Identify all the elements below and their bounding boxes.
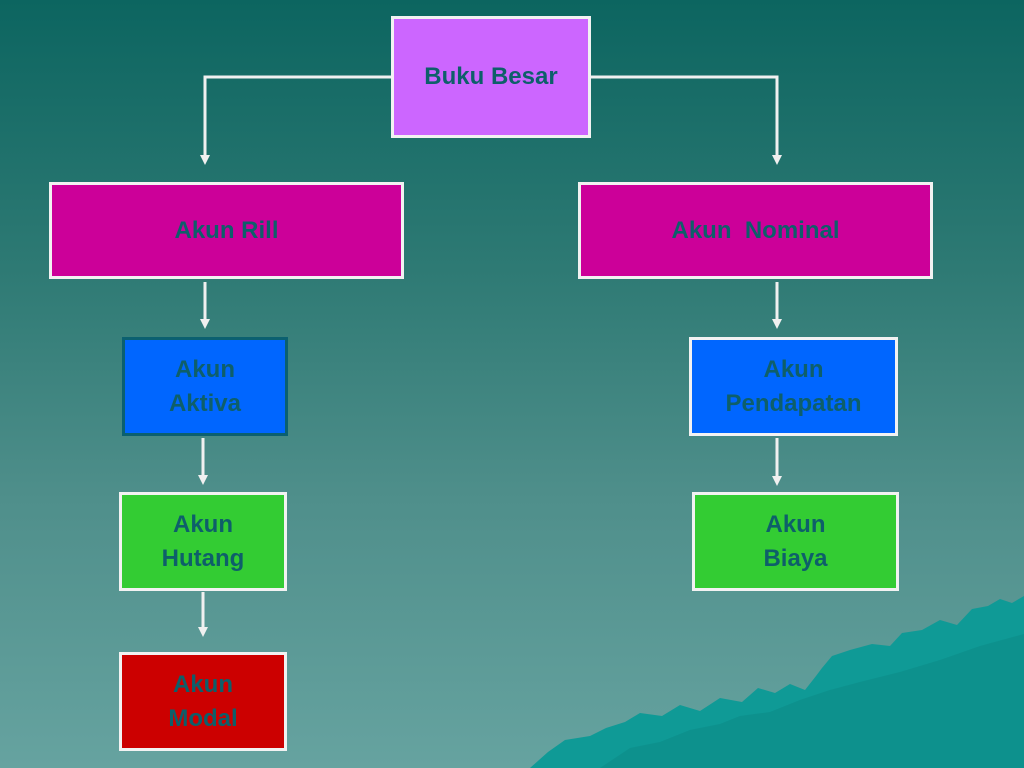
node-akun-pendapatan: Akun Pendapatan — [689, 337, 898, 436]
connector-root-rill — [200, 75, 392, 165]
node-akun-pendapatan-line2: Pendapatan — [725, 389, 862, 417]
node-akun-nominal: Akun Nominal — [578, 182, 933, 279]
node-akun-hutang-line1: Akun — [173, 510, 233, 538]
node-akun-rill-label: Akun Rill — [174, 216, 279, 244]
node-akun-pendapatan-line1: Akun — [763, 355, 824, 383]
node-akun-biaya: Akun Biaya — [692, 492, 899, 591]
node-buku-besar-label: Buku Besar — [424, 63, 558, 90]
node-akun-biaya-line1: Akun — [765, 510, 826, 538]
node-akun-modal-line1: Akun — [173, 670, 233, 698]
node-akun-rill: Akun Rill — [49, 182, 404, 279]
node-akun-aktiva-line1: Akun — [175, 355, 235, 383]
node-akun-hutang: Akun Hutang — [119, 492, 287, 591]
node-buku-besar: Buku Besar — [391, 16, 591, 138]
connector-root-nominal — [590, 75, 782, 165]
node-akun-modal-line2: Modal — [168, 704, 238, 732]
node-akun-nominal-label: Akun Nominal — [671, 216, 840, 244]
node-akun-biaya-line2: Biaya — [763, 544, 828, 572]
node-akun-aktiva-line2: Aktiva — [168, 389, 242, 417]
node-akun-hutang-line2: Hutang — [161, 544, 245, 572]
node-akun-modal: Akun Modal — [119, 652, 287, 751]
node-akun-aktiva: Akun Aktiva — [122, 337, 288, 436]
